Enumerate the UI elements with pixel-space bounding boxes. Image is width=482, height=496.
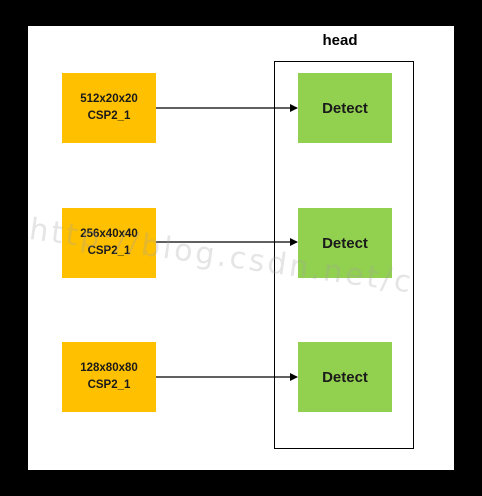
head-label: head bbox=[322, 32, 358, 49]
csp-block-2: 256x40x40 CSP2_1 bbox=[62, 208, 156, 278]
detect-block-3: Detect bbox=[298, 342, 392, 412]
csp-block-3-module: CSP2_1 bbox=[87, 379, 131, 391]
csp-block-3-size: 128x80x80 bbox=[80, 362, 138, 374]
head-group-box bbox=[274, 61, 414, 449]
csp-block-1: 512x20x20 CSP2_1 bbox=[62, 73, 156, 143]
csp-block-3: 128x80x80 CSP2_1 bbox=[62, 342, 156, 412]
csp-block-2-size: 256x40x40 bbox=[80, 228, 138, 240]
csp-block-1-size: 512x20x20 bbox=[80, 93, 138, 105]
detect-block-2: Detect bbox=[298, 208, 392, 278]
csp-block-2-module: CSP2_1 bbox=[87, 245, 131, 257]
csp-block-1-module: CSP2_1 bbox=[87, 110, 131, 122]
detect-block-1: Detect bbox=[298, 73, 392, 143]
